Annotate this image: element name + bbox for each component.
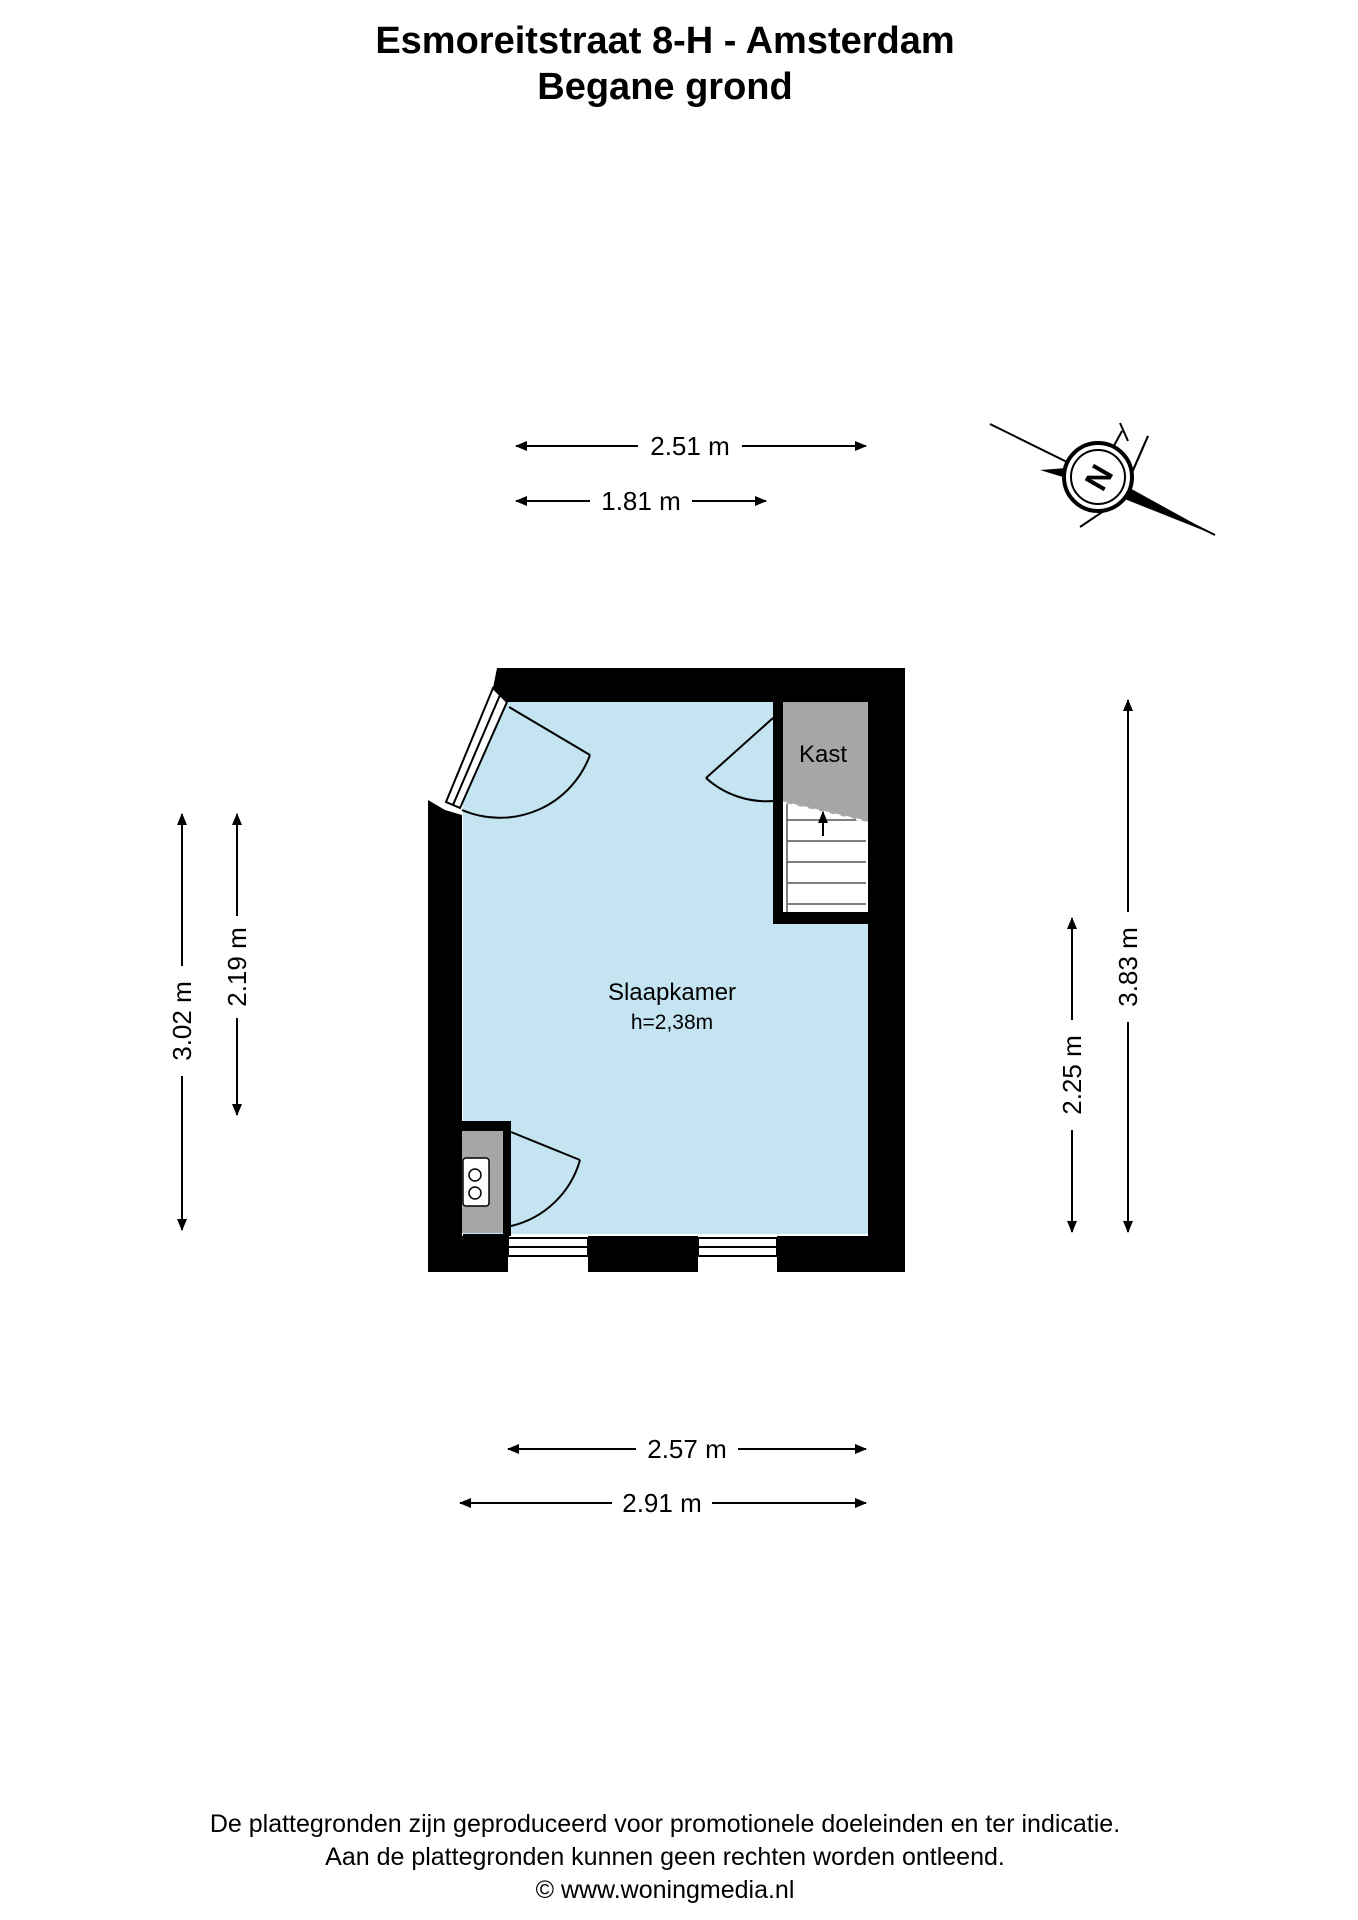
- dimension-label: 2.57 m: [647, 1434, 727, 1464]
- dimension-bottom-outer: 2.91 m: [459, 1488, 867, 1518]
- room-slaapkamer-area: [463, 697, 868, 1234]
- dimension-top-inner: 1.81 m: [515, 486, 767, 516]
- plan-title: Esmoreitstraat 8-H - Amsterdam: [375, 20, 955, 62]
- door-toilet: [510, 1131, 581, 1227]
- dimension-left-inner: 2.19 m: [222, 813, 252, 1116]
- window-bottom-left: [507, 1237, 589, 1257]
- disclaimer-line-1: De plattegronden zijn geproduceerd voor …: [209, 1810, 1121, 1838]
- dimension-label: 3.83 m: [1113, 927, 1143, 1007]
- window-bottom-right: [697, 1237, 778, 1257]
- dimension-left-outer: 3.02 m: [167, 813, 197, 1231]
- dimension-label: 2.91 m: [622, 1488, 702, 1518]
- copyright-link[interactable]: © www.woningmedia.nl: [535, 1876, 795, 1904]
- disclaimer-line-2: Aan de plattegronden kunnen geen rechten…: [325, 1843, 1005, 1871]
- room-name-slaapkamer: Slaapkamer: [608, 979, 736, 1006]
- dimension-label: 1.81 m: [601, 486, 681, 516]
- closet-kast: [781, 702, 868, 822]
- dimension-label: 2.25 m: [1057, 1035, 1087, 1115]
- room-name-kast: Kast: [799, 741, 847, 768]
- dimension-right-inner: 2.25 m: [1057, 917, 1087, 1233]
- dimension-label: 2.19 m: [222, 927, 252, 1007]
- door-top-left: [461, 706, 591, 819]
- door-closet: [705, 717, 774, 803]
- floor-plan-rooms: Slaapkamer h=2,38m Kast: [428, 668, 905, 1272]
- dimension-bottom-inner: 2.57 m: [507, 1434, 867, 1464]
- dimension-right-outer: 3.83 m: [1113, 699, 1143, 1233]
- floor-name: Begane grond: [537, 66, 793, 108]
- room-height: h=2,38m: [631, 1011, 713, 1034]
- dimension-label: 3.02 m: [167, 981, 197, 1061]
- window-diagonal: [444, 686, 509, 810]
- dimension-label: 2.51 m: [650, 431, 730, 461]
- walls: [428, 668, 905, 1272]
- dimension-top-outer: 2.51 m: [515, 431, 867, 461]
- compass-rose: N: [989, 422, 1216, 536]
